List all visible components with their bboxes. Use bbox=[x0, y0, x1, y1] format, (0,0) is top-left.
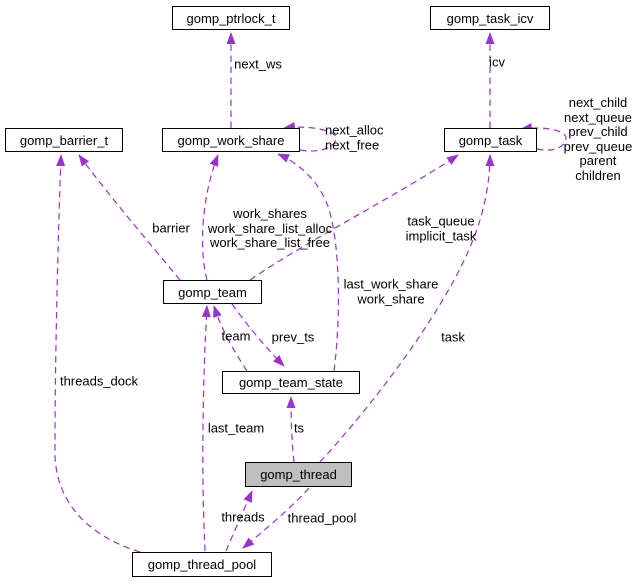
edge-label-task_queue: task_queue implicit_task bbox=[405, 213, 477, 243]
node-gomp_work_share[interactable]: gomp_work_share bbox=[162, 128, 300, 152]
node-gomp_thread_pool[interactable]: gomp_thread_pool bbox=[132, 552, 272, 577]
edge-label-barrier: barrier bbox=[152, 220, 190, 236]
edge-label-last_work_share: last_work_share work_share bbox=[343, 276, 439, 306]
node-label: gomp_team bbox=[178, 284, 247, 300]
node-label: gomp_work_share bbox=[177, 132, 285, 148]
edge-label-task_self_links: next_child next_queue prev_child prev_qu… bbox=[563, 95, 633, 184]
edge-label-ts: ts bbox=[293, 420, 305, 436]
edge-label-last_team: last_team bbox=[207, 420, 265, 436]
node-label: gomp_barrier_t bbox=[19, 132, 109, 148]
edge-task bbox=[319, 154, 495, 463]
edge-task_self_links bbox=[520, 123, 567, 151]
edge-label-next_ws: next_ws bbox=[234, 56, 282, 72]
node-label: gomp_thread bbox=[260, 467, 337, 482]
node-gomp_ptrlock_t[interactable]: gomp_ptrlock_t bbox=[172, 6, 290, 30]
node-gomp_task[interactable]: gomp_task bbox=[444, 128, 537, 152]
edge-thread_pool bbox=[242, 487, 310, 549]
edge-label-threads: threads bbox=[221, 509, 265, 525]
node-gomp_task_icv[interactable]: gomp_task_icv bbox=[430, 6, 550, 30]
edge-team bbox=[213, 305, 248, 372]
node-label: gomp_thread_pool bbox=[147, 557, 257, 572]
node-label: gomp_team_state bbox=[238, 375, 344, 390]
edge-label-team: team bbox=[221, 328, 251, 344]
edge-label-threads_dock: threads_dock bbox=[59, 373, 139, 389]
edge-label-icv: icv bbox=[489, 54, 505, 70]
edge-label-prev_ts: prev_ts bbox=[271, 329, 315, 345]
edge-next_alloc bbox=[283, 122, 337, 152]
edge-label-next_alloc: next_alloc next_free bbox=[325, 122, 384, 152]
edge-label-work_shares: work_shares work_share_list_alloc work_s… bbox=[207, 206, 333, 251]
edge-task_queue bbox=[249, 154, 459, 281]
edge-last_team bbox=[201, 305, 211, 552]
edge-barrier bbox=[78, 154, 181, 281]
edge-work_shares bbox=[201, 154, 219, 281]
node-gomp_team[interactable]: gomp_team bbox=[163, 280, 262, 304]
node-label: gomp_task bbox=[458, 132, 523, 148]
edge-label-thread_pool: thread_pool bbox=[287, 510, 357, 526]
node-label: gomp_task_icv bbox=[446, 10, 534, 26]
edge-last_work_share bbox=[277, 153, 340, 372]
edge-threads_dock bbox=[54, 154, 141, 553]
node-gomp_team_state[interactable]: gomp_team_state bbox=[222, 371, 360, 394]
node-gomp_barrier_t[interactable]: gomp_barrier_t bbox=[5, 128, 123, 152]
edge-ts bbox=[286, 396, 296, 463]
node-label: gomp_ptrlock_t bbox=[186, 10, 276, 26]
edge-threads bbox=[225, 490, 253, 552]
node-gomp_thread: gomp_thread bbox=[245, 462, 352, 487]
edge-label-task: task bbox=[441, 329, 465, 345]
